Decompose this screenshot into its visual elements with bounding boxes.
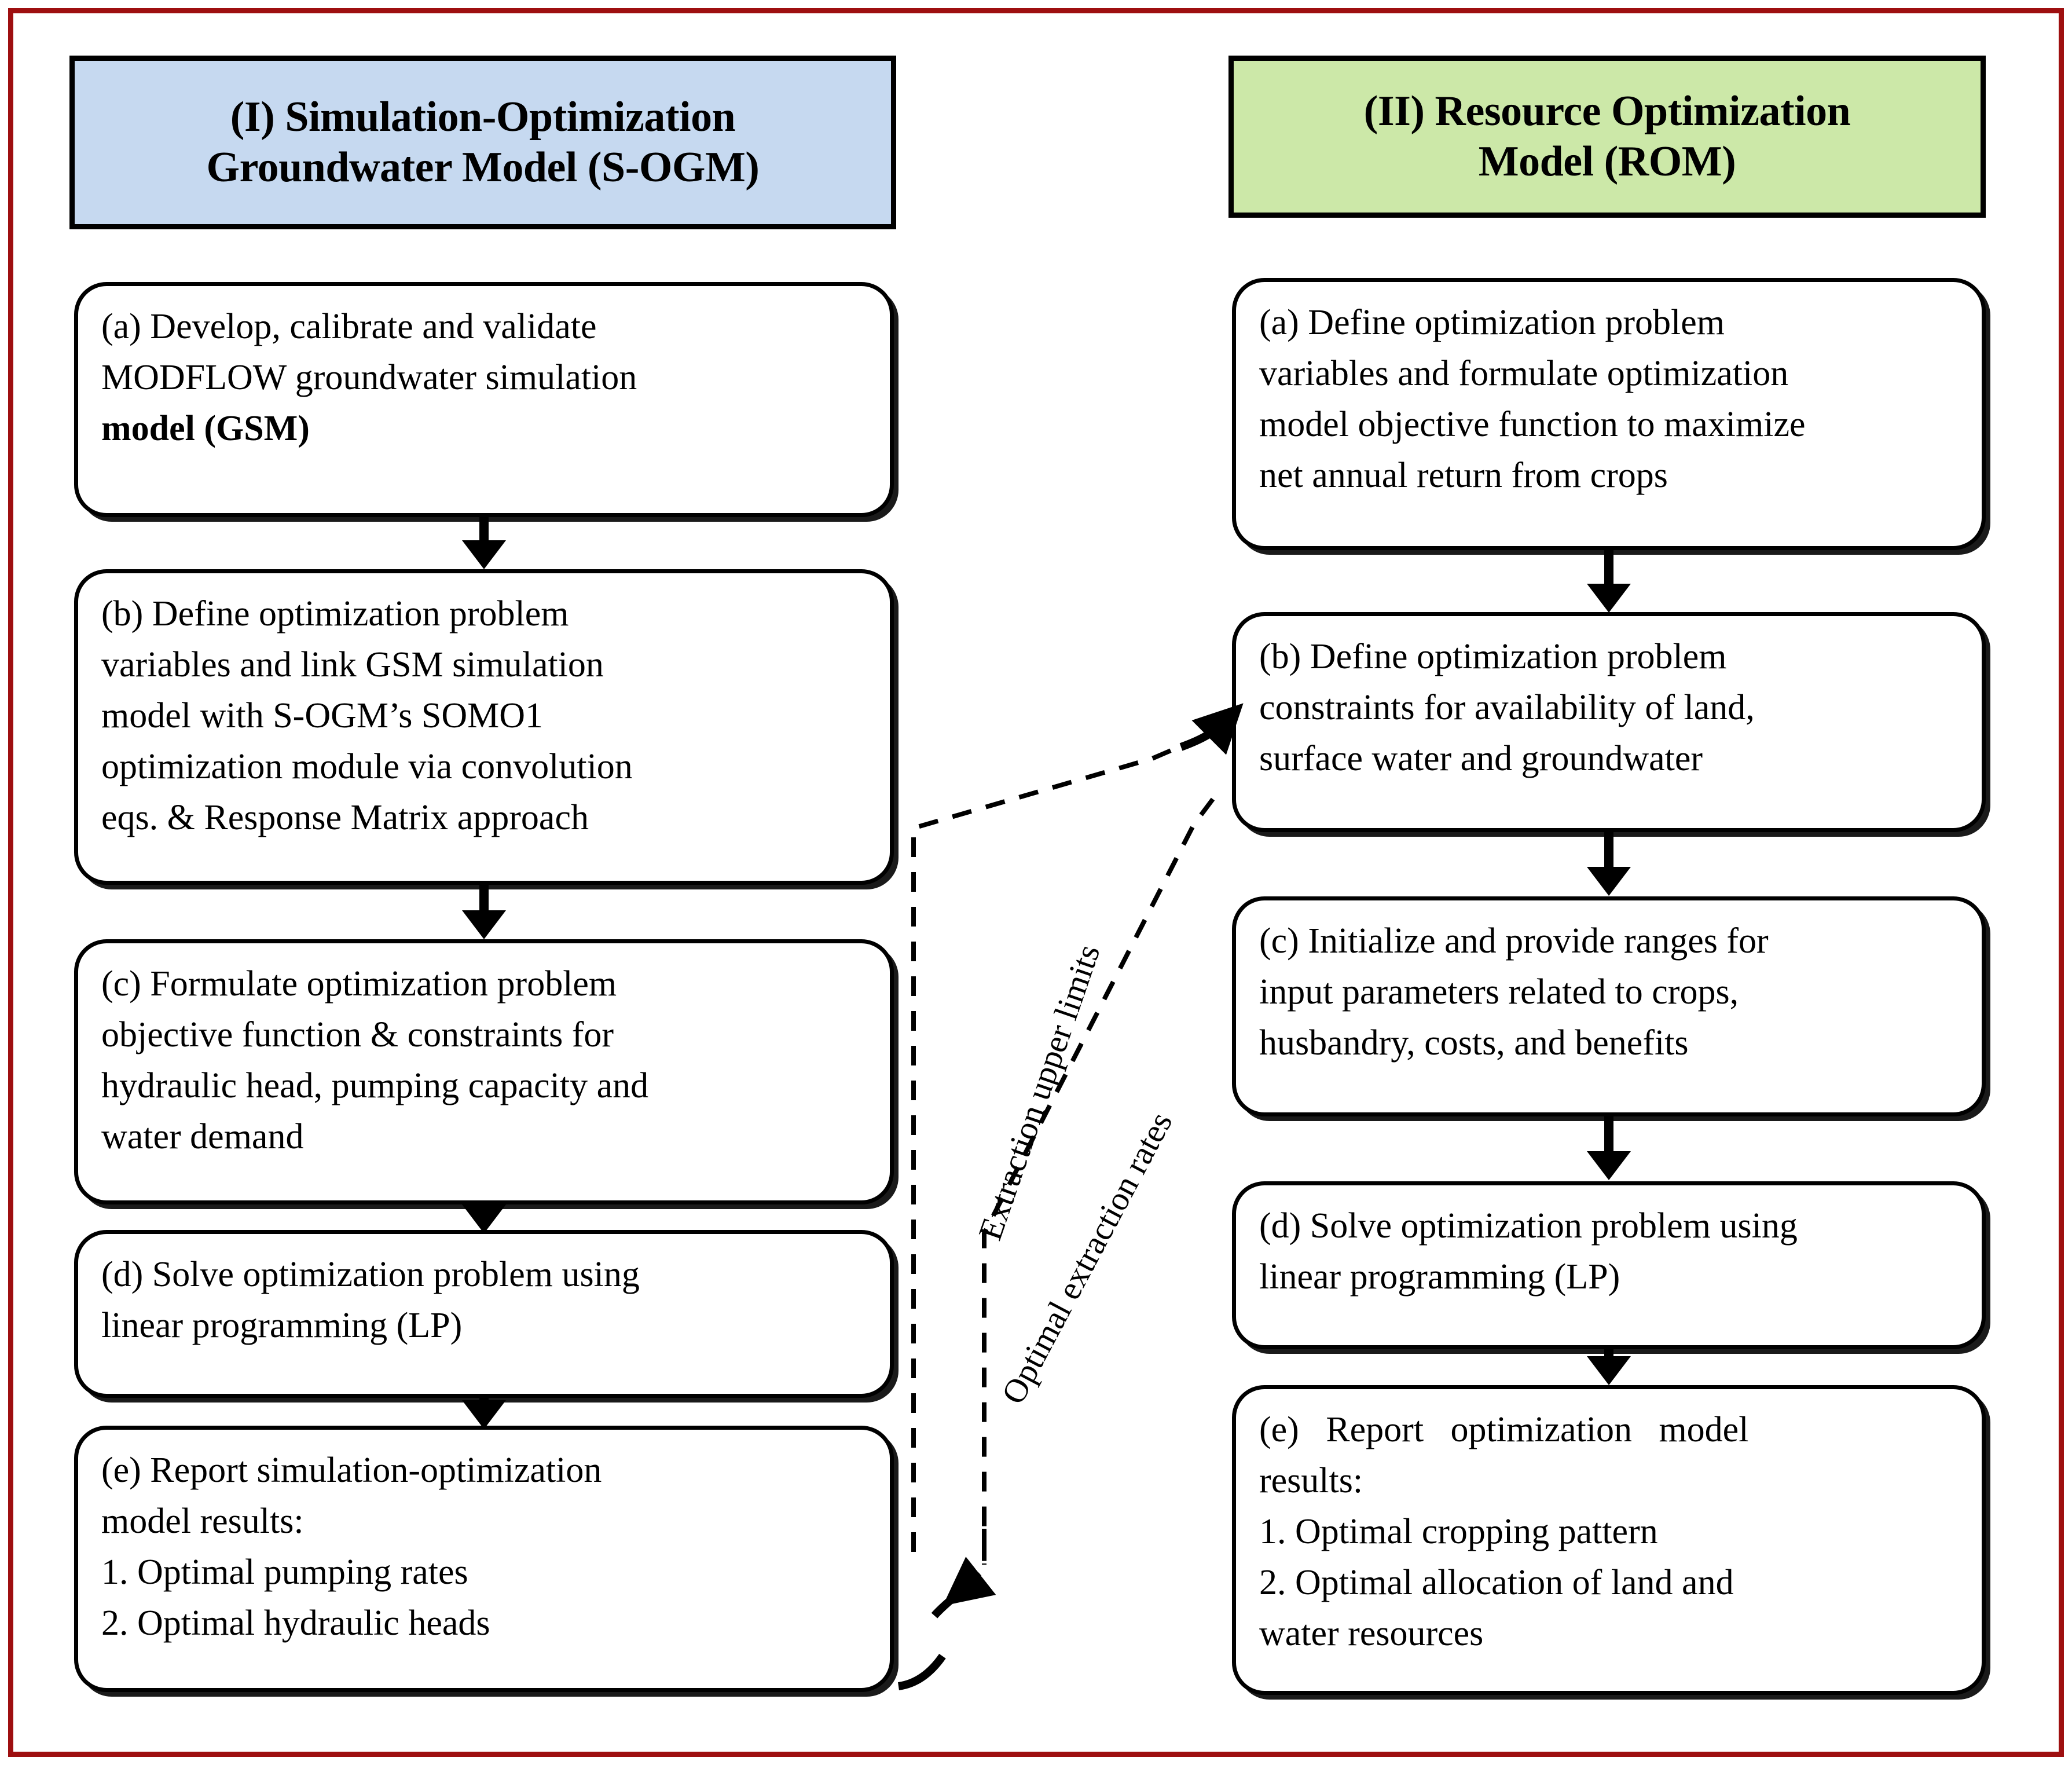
column-header-s-ogm: (I) Simulation-Optimization Groundwater … xyxy=(69,56,896,229)
header-title-line-1: (I) Simulation-Optimization xyxy=(230,93,736,141)
box-line: net annual return from crops xyxy=(1259,456,1668,496)
header-title-line-2: Groundwater Model (S-OGM) xyxy=(206,144,760,191)
box-line: model results: xyxy=(101,1502,304,1541)
process-box-rom-b[interactable]: (b) Define optimization problem constrai… xyxy=(1232,612,1986,832)
box-line: (d) Solve optimization problem using xyxy=(101,1255,640,1294)
box-line: (a) Define optimization problem xyxy=(1259,303,1725,342)
box-line: (c) Initialize and provide ranges for xyxy=(1259,921,1769,961)
box-line: (d) Solve optimization problem using xyxy=(1259,1206,1798,1246)
box-line: variables and formulate optimization xyxy=(1259,354,1789,394)
box-line: 2. Optimal hydraulic heads xyxy=(101,1603,490,1643)
box-line: linear programming (LP) xyxy=(1259,1257,1620,1297)
box-line: constraints for availability of land, xyxy=(1259,688,1755,728)
process-box-s-ogm-b[interactable]: (b) Define optimization problem variable… xyxy=(74,569,894,885)
box-line: input parameters related to crops, xyxy=(1259,972,1739,1012)
box-line: linear programming (LP) xyxy=(101,1306,463,1346)
process-box-rom-e[interactable]: (e) Report optimization model results: 1… xyxy=(1232,1385,1986,1695)
box-line: (c) Formulate optimization problem xyxy=(101,964,617,1004)
box-line: variables and link GSM simulation xyxy=(101,645,604,685)
loop-path-down xyxy=(897,797,1215,1690)
process-box-s-ogm-c[interactable]: (c) Formulate optimization problem objec… xyxy=(74,939,894,1204)
process-box-s-ogm-d[interactable]: (d) Solve optimization problem using lin… xyxy=(74,1230,894,1398)
box-line: optimization module via convolution xyxy=(101,747,633,787)
box-line: model with S-OGM’s SOMO1 xyxy=(101,696,544,736)
process-box-s-ogm-e[interactable]: (e) Report simulation-optimization model… xyxy=(74,1426,894,1692)
box-line: husbandry, costs, and benefits xyxy=(1259,1023,1689,1063)
process-box-rom-d[interactable]: (d) Solve optimization problem using lin… xyxy=(1232,1181,1986,1349)
process-box-rom-c[interactable]: (c) Initialize and provide ranges for in… xyxy=(1232,896,1986,1116)
loop-label-extraction-upper-limits: Extraction upper limits xyxy=(970,939,1107,1245)
column-header-rom: (II) Resource Optimization Model (ROM) xyxy=(1228,56,1986,218)
box-line: (a) Develop, calibrate and validate xyxy=(101,307,597,346)
box-line: (e) Report simulation-optimization xyxy=(101,1451,602,1490)
process-box-s-ogm-a[interactable]: (a) Develop, calibrate and validate MODF… xyxy=(74,282,894,517)
box-line: (b) Define optimization problem xyxy=(101,594,569,634)
header-title-line-1: (II) Resource Optimization xyxy=(1363,87,1851,136)
box-line: eqs. & Response Matrix approach xyxy=(101,798,589,838)
box-line: model objective function to maximize xyxy=(1259,405,1806,445)
box-line: 1. Optimal cropping pattern xyxy=(1259,1512,1658,1552)
box-line: results: xyxy=(1259,1461,1363,1501)
box-line: objective function & constraints for xyxy=(101,1015,614,1055)
process-box-rom-a[interactable]: (a) Define optimization problem variable… xyxy=(1232,278,1986,550)
header-title-line-2: Model (ROM) xyxy=(1478,138,1736,185)
box-line: (b) Define optimization problem xyxy=(1259,637,1727,676)
box-line: surface water and groundwater xyxy=(1259,739,1703,779)
box-line: water demand xyxy=(101,1117,304,1157)
box-line: (e) Report optimization model xyxy=(1259,1410,1749,1449)
box-line: model (GSM) xyxy=(101,409,310,449)
loop-path-up xyxy=(911,703,1244,1552)
box-line: MODFLOW groundwater simulation xyxy=(101,358,637,398)
box-line: hydraulic head, pumping capacity and xyxy=(101,1066,649,1106)
box-line: 2. Optimal allocation of land and xyxy=(1259,1563,1734,1603)
box-line: 1. Optimal pumping rates xyxy=(101,1552,468,1592)
box-line: water resources xyxy=(1259,1614,1484,1654)
